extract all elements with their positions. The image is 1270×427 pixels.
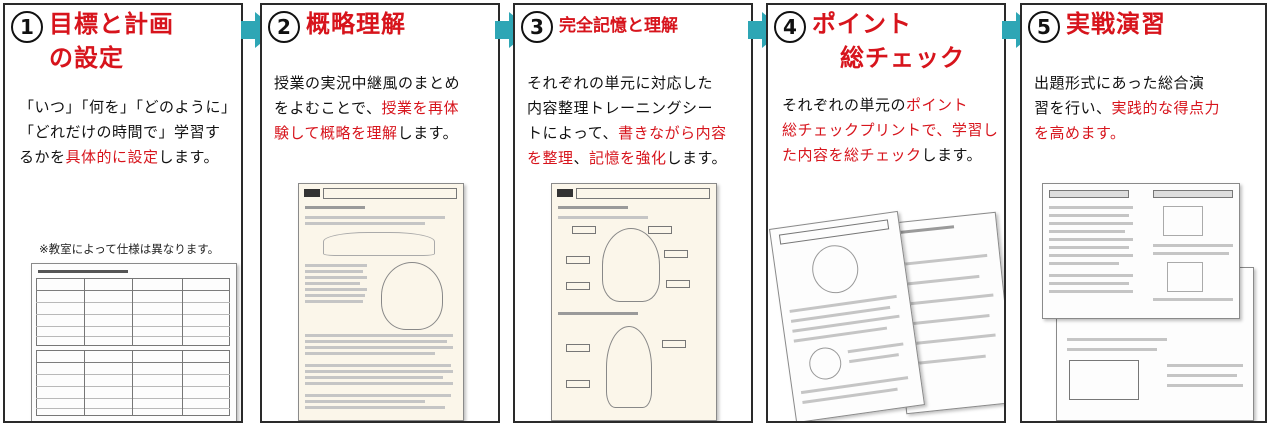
step-title-line2: の設定 xyxy=(49,44,124,72)
training-sheet-image xyxy=(551,183,717,421)
highlight-text: 実践的な得点力 xyxy=(1111,99,1221,117)
step-description: それぞれの単元に対応した内容整理トレーニングシートによって、書きながら内容を整理… xyxy=(527,71,727,171)
schedule-sheet-image xyxy=(31,263,237,421)
highlight-text: 書きながら内容 xyxy=(618,124,727,142)
step-number-badge: 5 xyxy=(1028,11,1060,43)
step-header-1: 1 目標と計画 xyxy=(11,9,237,43)
description-line: るかを具体的に設定します。 xyxy=(19,145,237,170)
body-text: 、 xyxy=(573,149,590,167)
body-text: それぞれの単元に対応した xyxy=(527,74,714,92)
step-header-2: 2 概略理解 xyxy=(268,9,494,43)
step-number-badge: 2 xyxy=(268,11,300,43)
description-line: 験して概略を理解します。 xyxy=(274,121,460,146)
description-line: 内容整理トレーニングシー xyxy=(527,96,727,121)
step-panel-2: 2 概略理解 授業の実況中継風のまとめをよむことで、授業を再体験して概略を理解し… xyxy=(260,3,500,423)
highlight-text: 授業を再体 xyxy=(381,99,459,117)
step-panel-4: 4 ポイント 総チェック それぞれの単元のポイント総チェックプリントで、学習した… xyxy=(766,3,1006,423)
step-description: それぞれの単元のポイント総チェックプリントで、学習した内容を総チェックします。 xyxy=(782,93,998,168)
body-text: 出題形式にあった総合演 xyxy=(1034,74,1205,92)
step-header-4: 4 ポイント xyxy=(774,9,1000,43)
step-title-line2: 総チェック xyxy=(840,44,965,72)
step-note: ※教室によって仕様は異なります。 xyxy=(39,242,220,256)
step-header-3: 3 完全記憶と理解 xyxy=(521,9,747,43)
body-text: します。 xyxy=(921,146,983,164)
description-line: を高めます。 xyxy=(1034,121,1220,146)
body-text: るかを xyxy=(19,148,66,166)
description-line: た内容を総チェックします。 xyxy=(782,143,998,168)
highlight-text: 験して概略を理解 xyxy=(274,124,398,142)
body-text: 「どれだけの時間で」学習す xyxy=(19,123,221,141)
step-panel-5: 5 実戦演習 出題形式にあった総合演習を行い、実践的な得点力を高めます。 xyxy=(1020,3,1267,423)
step-title: ポイント xyxy=(812,10,912,38)
step-number-badge: 1 xyxy=(11,11,43,43)
body-text: をよむことで、 xyxy=(274,99,382,117)
description-line: 総チェックプリントで、学習し xyxy=(782,118,998,143)
description-line: 「どれだけの時間で」学習す xyxy=(19,120,237,145)
exam-sheet-front-image xyxy=(1042,183,1240,319)
body-text: 「いつ」「何を」「どのように」 xyxy=(19,98,237,116)
highlight-text: 具体的に設定 xyxy=(65,148,159,166)
highlight-text: ポイント xyxy=(906,96,969,114)
step-description: 出題形式にあった総合演習を行い、実践的な得点力を高めます。 xyxy=(1034,71,1220,146)
step-title: 実戦演習 xyxy=(1066,10,1166,38)
body-text: します。 xyxy=(158,148,220,166)
description-line: トによって、書きながら内容 xyxy=(527,121,727,146)
body-text: します。 xyxy=(666,149,728,167)
description-line: をよむことで、授業を再体 xyxy=(274,96,460,121)
description-line: 授業の実況中継風のまとめ xyxy=(274,71,460,96)
body-text: 授業の実況中継風のまとめ xyxy=(274,74,461,92)
step-title: 概略理解 xyxy=(306,10,406,38)
step-number-badge: 3 xyxy=(521,11,553,43)
step-description: 「いつ」「何を」「どのように」「どれだけの時間で」学習するかを具体的に設定します… xyxy=(19,95,237,170)
body-text: します。 xyxy=(397,124,459,142)
description-line: それぞれの単元のポイント xyxy=(782,93,998,118)
description-line: それぞれの単元に対応した xyxy=(527,71,727,96)
step-description: 授業の実況中継風のまとめをよむことで、授業を再体験して概略を理解します。 xyxy=(274,71,460,146)
description-line: 「いつ」「何を」「どのように」 xyxy=(19,95,237,120)
body-text: トによって、 xyxy=(527,124,619,142)
body-text: それぞれの単元の xyxy=(782,96,907,114)
body-text: 内容整理トレーニングシー xyxy=(527,99,714,117)
step-number-badge: 4 xyxy=(774,11,806,43)
step-header-5: 5 実戦演習 xyxy=(1028,9,1261,43)
step-panel-3: 3 完全記憶と理解 それぞれの単元に対応した内容整理トレーニングシートによって、… xyxy=(513,3,753,423)
summary-sheet-image xyxy=(298,183,464,421)
highlight-text: を高めます。 xyxy=(1034,124,1126,142)
description-line: 出題形式にあった総合演 xyxy=(1034,71,1220,96)
highlight-text: た内容を総チェック xyxy=(782,146,922,164)
description-line: 習を行い、実践的な得点力 xyxy=(1034,96,1220,121)
highlight-text: 総チェックプリントで、学習し xyxy=(782,121,999,139)
highlight-text: 記憶を強化 xyxy=(589,149,667,167)
description-line: を整理、記憶を強化します。 xyxy=(527,146,727,171)
body-text: 習を行い、 xyxy=(1034,99,1112,117)
highlight-text: を整理 xyxy=(527,149,574,167)
step-title: 完全記憶と理解 xyxy=(559,16,678,36)
step-panel-1: 1 目標と計画 の設定 「いつ」「何を」「どのように」「どれだけの時間で」学習す… xyxy=(3,3,243,423)
check-sheet-front-image xyxy=(768,210,926,421)
step-title: 目標と計画 xyxy=(49,10,174,38)
